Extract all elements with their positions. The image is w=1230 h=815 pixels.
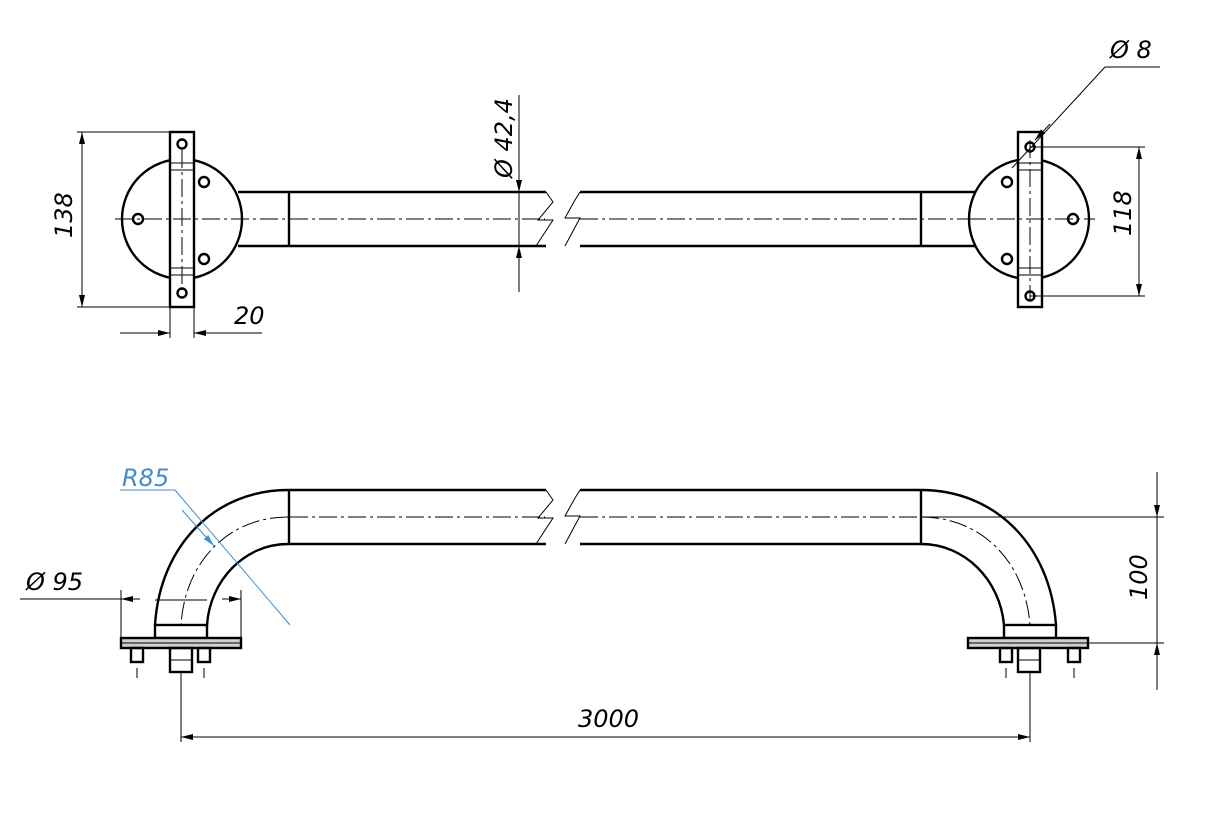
right-flange-plan: [967, 130, 1095, 309]
dim-118-label: 118: [1109, 190, 1137, 236]
dim-100-label: 100: [1125, 554, 1153, 600]
left-flange-plan: [115, 130, 290, 309]
dim-radius: R85: [120, 464, 291, 626]
dim-base-diameter: Ø 95: [20, 568, 242, 638]
dim-tube-diameter-label: Ø 42,4: [490, 98, 518, 179]
dim-138-label: 138: [50, 192, 78, 238]
dim-100: 100: [921, 472, 1164, 690]
left-base: [119, 623, 243, 678]
dim-20-label: 20: [234, 302, 265, 330]
dim-20: 20: [120, 302, 265, 338]
dim-radius-label: R85: [122, 464, 169, 492]
front-view: R85 Ø 95 100 3000: [20, 464, 1164, 742]
dim-138: 138: [50, 131, 172, 308]
dim-3000-label: 3000: [578, 705, 639, 733]
top-view: 138 20 Ø 42,4 Ø 8 118: [50, 36, 1160, 338]
dim-tube-diameter: Ø 42,4: [490, 95, 522, 292]
dim-118: 118: [1030, 146, 1145, 297]
dim-hole-diameter-label: Ø 8: [1109, 36, 1152, 64]
rail-front: [153, 488, 1058, 626]
dim-3000: 3000: [180, 672, 1031, 742]
dim-hole-diameter: Ø 8: [1011, 36, 1160, 169]
right-base: [966, 623, 1090, 678]
dim-base-diameter-label: Ø 95: [25, 568, 83, 596]
tube-plan: [238, 190, 975, 248]
